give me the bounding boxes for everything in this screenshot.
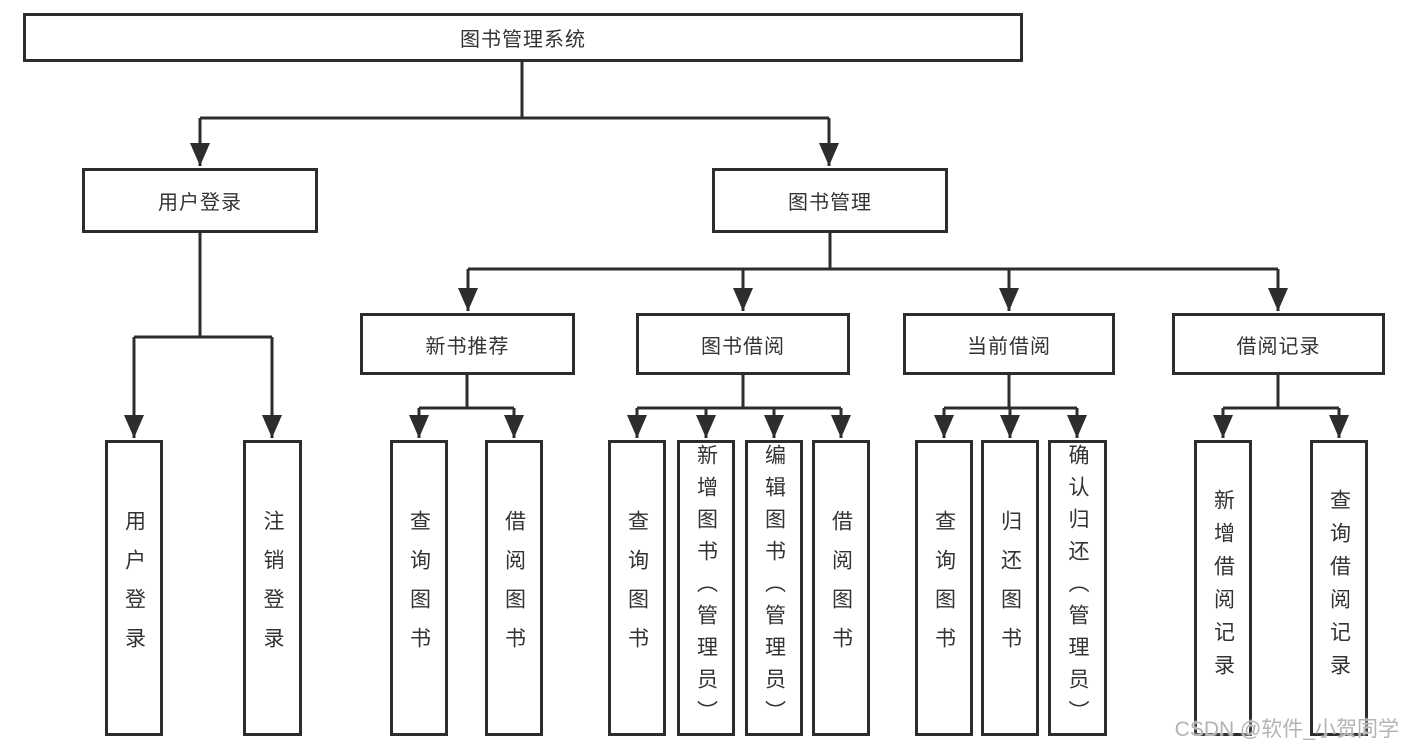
node-borrowing-records: 借阅记录 (1172, 313, 1385, 375)
node-book-management: 图书管理 (712, 168, 948, 233)
node-label: 图书借阅 (701, 335, 785, 358)
leaf-add-books-admin: 新增图书（管理员） (677, 440, 735, 736)
node-label: 注销登录 (261, 510, 284, 666)
node-label: 新书推荐 (425, 335, 510, 358)
node-label: 借阅图书 (829, 510, 853, 666)
node-book-borrowing: 图书借阅 (636, 313, 850, 375)
node-label: 图书管理 (788, 192, 872, 214)
node-library-management-system: 图书管理系统 (23, 13, 1023, 62)
node-user-login: 用户登录 (82, 168, 318, 233)
node-label: 查询图书 (407, 510, 431, 666)
node-label: 查询图书 (625, 510, 649, 666)
leaf-add-borrow-record: 新增借阅记录 (1194, 440, 1252, 736)
node-label: 查询借阅记录 (1327, 489, 1351, 687)
leaf-query-books-current: 查询图书 (915, 440, 973, 736)
leaf-return-books: 归还图书 (981, 440, 1039, 736)
node-label: 用户登录 (158, 192, 242, 214)
node-label: 查询图书 (932, 510, 956, 666)
node-current-borrowing: 当前借阅 (903, 313, 1115, 375)
leaf-logout: 注销登录 (243, 440, 302, 736)
leaf-query-books-borrowing: 查询图书 (608, 440, 666, 736)
node-label: 确认归还（管理员） (1066, 444, 1089, 732)
node-label: 当前借阅 (967, 335, 1051, 358)
node-label: 用户登录 (122, 510, 146, 666)
node-label: 新增借阅记录 (1211, 489, 1235, 687)
leaf-edit-books-admin: 编辑图书（管理员） (745, 440, 803, 736)
leaf-query-borrow-record: 查询借阅记录 (1310, 440, 1368, 736)
node-label: 图书管理系统 (460, 29, 586, 51)
node-label: 归还图书 (998, 510, 1022, 666)
leaf-user-login: 用户登录 (105, 440, 163, 736)
csdn-watermark: CSDN @软件_小贺同学 (1174, 718, 1399, 741)
node-label: 借阅记录 (1236, 335, 1321, 358)
leaf-borrow-books-recommend: 借阅图书 (485, 440, 543, 736)
leaf-query-books-recommend: 查询图书 (390, 440, 448, 736)
node-label: 借阅图书 (502, 510, 526, 666)
node-label: 新增图书（管理员） (694, 444, 718, 732)
leaf-borrow-books: 借阅图书 (812, 440, 870, 736)
node-new-book-recommend: 新书推荐 (360, 313, 575, 375)
leaf-confirm-return-admin: 确认归还（管理员） (1048, 440, 1107, 736)
node-label: 编辑图书（管理员） (762, 444, 786, 732)
